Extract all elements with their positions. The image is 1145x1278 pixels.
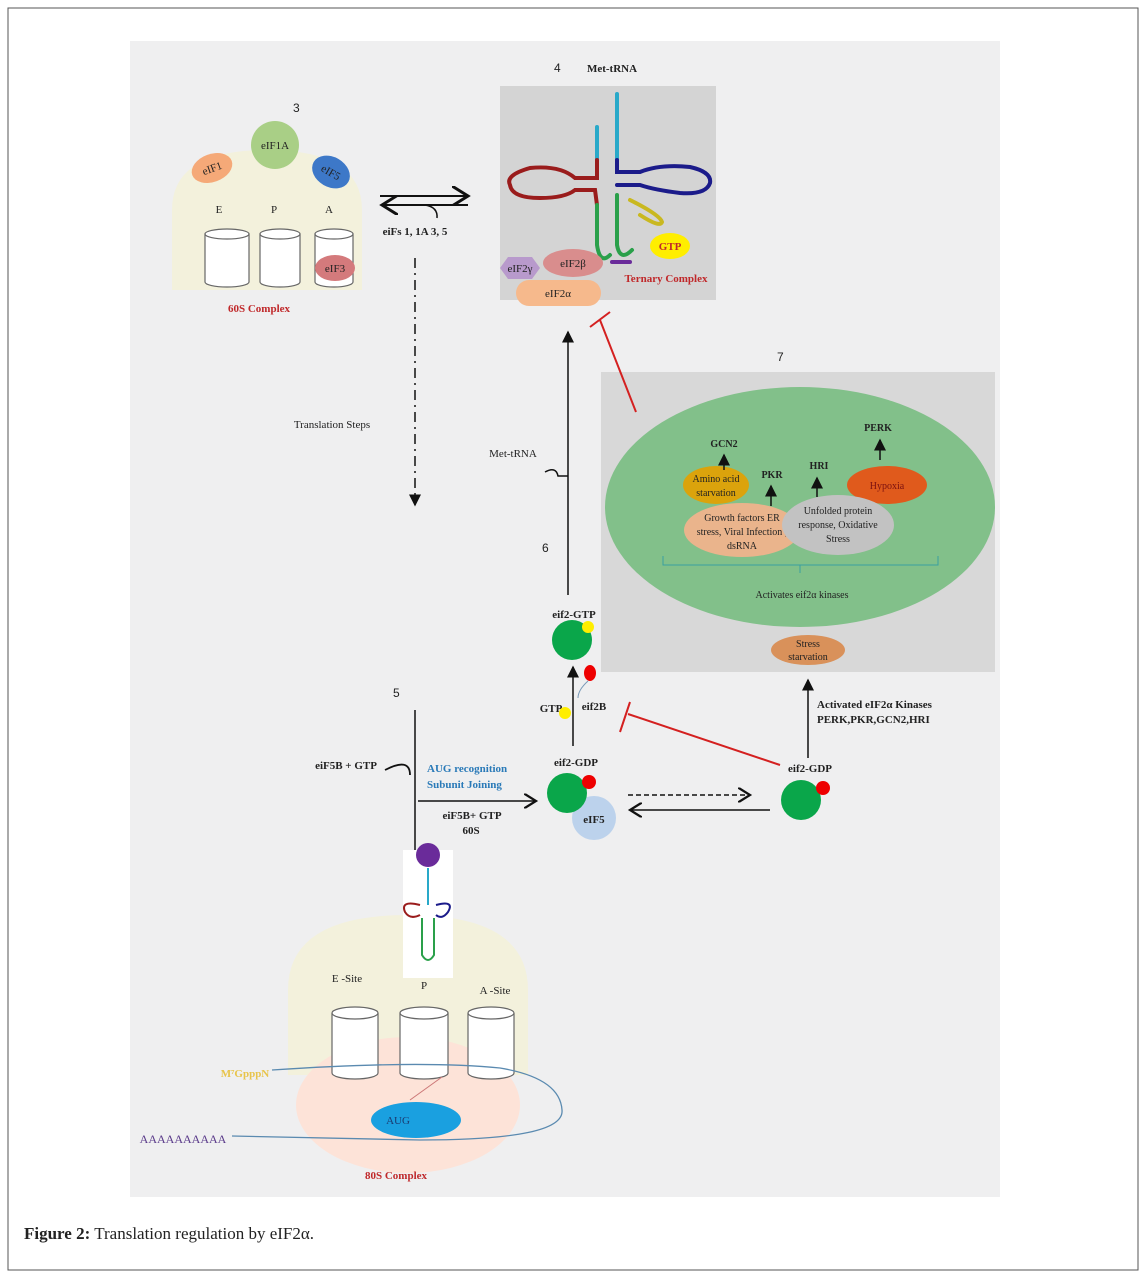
svg-text:eiF5B+ GTP: eiF5B+ GTP: [442, 810, 501, 822]
eif2-beta: [543, 249, 603, 277]
amino-acid-ellipse: [683, 466, 749, 504]
step6-recycling: 6 Met-tRNA eif2-GTP GTP eif2B eif2-GDP e…: [489, 330, 832, 840]
eif2-gamma: [500, 257, 540, 279]
eif1a-circle: [251, 121, 299, 169]
svg-text:4: 4: [554, 61, 561, 75]
svg-text:AAAAAAAAAA: AAAAAAAAAA: [140, 1132, 227, 1146]
svg-text:P: P: [271, 204, 277, 216]
svg-text:M⁷GpppN: M⁷GpppN: [221, 1068, 270, 1080]
eif2-alpha: [516, 280, 601, 306]
svg-text:E: E: [216, 204, 223, 216]
svg-text:Hypoxia: Hypoxia: [870, 481, 905, 492]
svg-text:Growth factors ER: Growth factors ER: [704, 513, 780, 524]
svg-text:HRI: HRI: [810, 461, 829, 472]
growth-factors-ellipse: [684, 503, 800, 557]
svg-text:Unfolded protein: Unfolded protein: [804, 506, 873, 517]
unfolded-protein-ellipse: [782, 495, 894, 555]
trna-structure: [507, 92, 713, 264]
svg-text:eIF2α: eIF2α: [545, 288, 571, 300]
svg-text:eIF1A: eIF1A: [261, 140, 289, 152]
svg-text:AUG recognition: AUG recognition: [427, 763, 507, 775]
svg-text:GTP: GTP: [659, 241, 682, 253]
svg-text:stress, Viral Infection ,: stress, Viral Infection ,: [697, 527, 788, 538]
svg-text:eif2-GDP: eif2-GDP: [554, 757, 598, 769]
svg-text:PKR: PKR: [761, 470, 783, 481]
svg-text:eIF2β: eIF2β: [560, 258, 586, 270]
eif1-ellipse: [191, 153, 233, 183]
svg-text:60S: 60S: [462, 825, 479, 837]
svg-text:A -Site: A -Site: [480, 985, 511, 997]
svg-text:eIF3: eIF3: [325, 263, 346, 275]
svg-text:starvation: starvation: [788, 652, 827, 663]
svg-text:Stress: Stress: [826, 534, 850, 545]
svg-text:response, Oxidative: response, Oxidative: [798, 520, 878, 531]
svg-text:Stress: Stress: [796, 639, 820, 650]
svg-text:Met-tRNA: Met-tRNA: [489, 448, 537, 460]
svg-text:Activated eIF2α Kinases: Activated eIF2α Kinases: [817, 699, 933, 711]
svg-text:eiF5B + GTP: eiF5B + GTP: [315, 760, 377, 772]
step3-60s: 3 eIF1 eIF1A eIF5 E P A eIF3 60S Complex: [172, 101, 362, 315]
stress-ellipse: [771, 635, 845, 665]
eif2-gtp-circle: [552, 620, 592, 660]
svg-text:5: 5: [393, 686, 400, 700]
svg-text:Ternary Complex: Ternary Complex: [624, 273, 708, 285]
svg-text:eif2-GTP: eif2-GTP: [552, 609, 596, 621]
svg-text:Subunit Joining: Subunit Joining: [427, 779, 502, 791]
svg-text:E -Site: E -Site: [332, 973, 362, 985]
svg-text:PERK: PERK: [864, 423, 892, 434]
svg-text:dsRNA: dsRNA: [727, 541, 758, 552]
figure-caption: Figure 2: Translation regulation by eIF2…: [24, 1224, 314, 1243]
svg-text:80S Complex: 80S Complex: [365, 1170, 428, 1182]
svg-text:Activates eif2α kinases: Activates eif2α kinases: [756, 590, 849, 601]
reversible-arrows: eiFs 1, 1A 3, 5: [380, 196, 468, 238]
eif2-gdp-circle: [547, 773, 587, 813]
svg-text:P: P: [421, 980, 427, 992]
trna-small: [403, 868, 451, 961]
eif3-ellipse: [315, 255, 355, 281]
hypoxia-ellipse: [847, 466, 927, 504]
svg-text:GTP: GTP: [540, 703, 563, 715]
svg-text:AUG: AUG: [386, 1115, 410, 1127]
translation-steps-label: Translation Steps: [294, 419, 370, 431]
eif5-ellipse: [312, 155, 350, 189]
aug-ellipse: [371, 1102, 461, 1138]
complex-label: 60S Complex: [228, 303, 291, 315]
svg-text:Met-tRNA: Met-tRNA: [587, 63, 637, 75]
svg-text:eIF2γ: eIF2γ: [507, 263, 532, 275]
inhibition-lines: [589, 311, 781, 766]
svg-text:GCN2: GCN2: [710, 439, 737, 450]
svg-text:eIF5: eIF5: [583, 814, 605, 826]
svg-text:starvation: starvation: [696, 488, 735, 499]
gtp-ellipse: [650, 233, 690, 259]
svg-text:eiFs 1, 1A 3, 5: eiFs 1, 1A 3, 5: [383, 226, 448, 238]
svg-text:A: A: [325, 204, 333, 216]
step5-80s: 5 eiF5B + GTP AUG recognition Subunit Jo…: [140, 686, 563, 1182]
eif5-circle: [572, 796, 616, 840]
step7-stress-kinases: 7 Amino acid starvation Hypoxia Growth f…: [601, 350, 995, 672]
svg-text:7: 7: [777, 350, 784, 364]
svg-text:Amino acid: Amino acid: [693, 474, 740, 485]
svg-text:eif2-GDP: eif2-GDP: [788, 763, 832, 775]
mrna-strand: [231, 1063, 563, 1141]
step4-ternary-complex: 4 Met-tRNA eIF2γ eIF2β eIF2α GTP Ternary…: [500, 61, 716, 306]
svg-text:eif2B: eif2B: [582, 701, 607, 713]
step-number: 3: [293, 101, 300, 115]
svg-text:PERK,PKR,GCN2,HRI: PERK,PKR,GCN2,HRI: [817, 714, 930, 726]
svg-text:6: 6: [542, 541, 549, 555]
